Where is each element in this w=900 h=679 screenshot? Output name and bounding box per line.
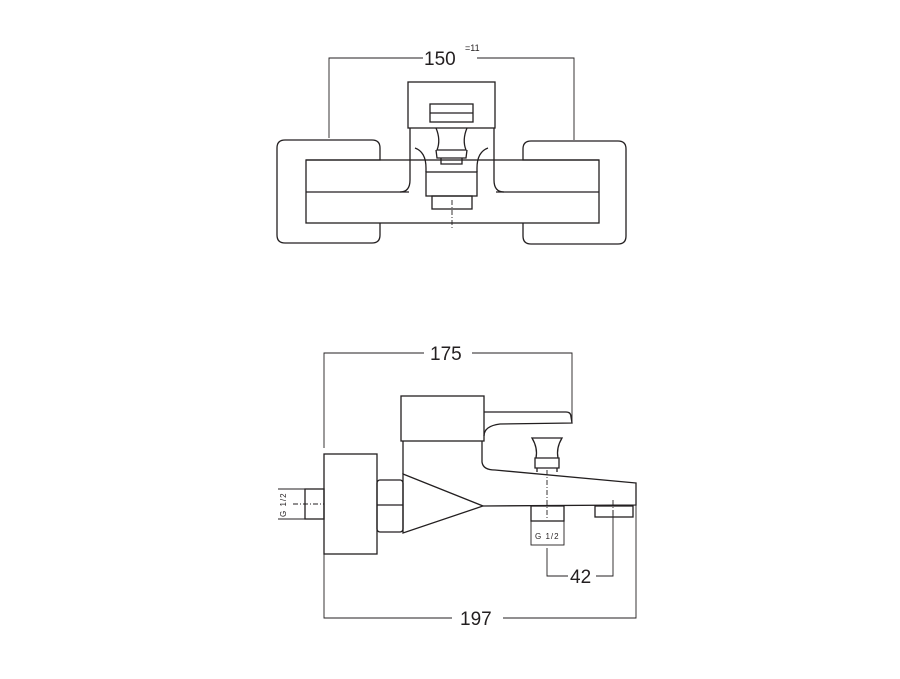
dimension-175-label: 175 xyxy=(430,344,462,365)
dimension-tolerance-label: =11 xyxy=(465,43,480,53)
top-view: 150 =11 xyxy=(276,43,627,245)
outlet-thread-label: G 1/2 xyxy=(535,532,560,541)
dimension-42: 42 xyxy=(546,510,614,588)
lever-arm xyxy=(483,411,573,437)
cone-body xyxy=(402,473,485,534)
outlet-top xyxy=(431,195,473,210)
right-wall-flange xyxy=(522,140,627,245)
dimension-197: 197 xyxy=(323,505,637,630)
dimension-42-label: 42 xyxy=(570,567,591,588)
center-neck xyxy=(399,128,505,193)
lever-handle xyxy=(400,395,485,442)
outlet-thread-box xyxy=(530,520,565,546)
dimension-150: 150 =11 xyxy=(328,43,575,140)
inlet-thread-label: G 1/2 xyxy=(279,492,288,517)
side-view: 175 G 1/2 G 1/2 42 197 xyxy=(278,344,637,630)
rear-connector xyxy=(594,505,634,518)
diverter-knob-top xyxy=(435,127,468,165)
outlet-connector xyxy=(530,505,565,522)
lever-handle-top xyxy=(407,81,496,129)
spout-body xyxy=(402,441,637,507)
left-wall-flange xyxy=(276,139,381,244)
dimension-150-label: 150 xyxy=(424,49,456,70)
dimension-197-label: 197 xyxy=(460,609,492,630)
nut xyxy=(376,479,404,533)
dimension-175: 175 xyxy=(323,344,573,448)
wall-plate xyxy=(323,453,378,555)
diverter-knob xyxy=(530,437,564,472)
